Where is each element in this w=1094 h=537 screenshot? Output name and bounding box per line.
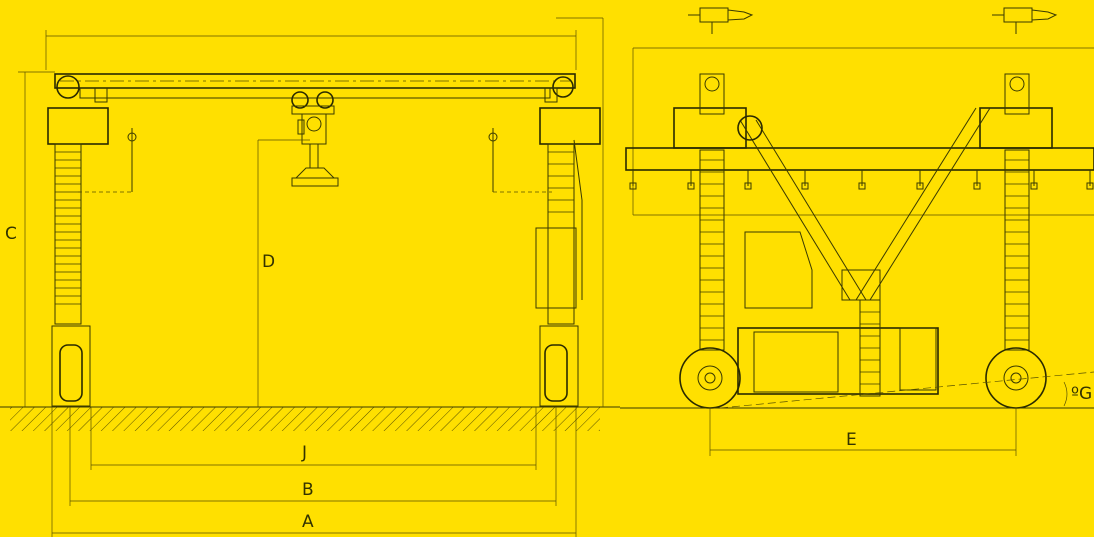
left-tower [673, 73, 747, 409]
right-leg [535, 107, 601, 407]
angle-label-g: ºG [1071, 384, 1093, 404]
front-elevation [0, 17, 620, 537]
dimension-label-c: C [5, 224, 17, 244]
trolley [291, 91, 339, 187]
operator-cab [744, 231, 813, 309]
chassis [737, 327, 939, 395]
dimension-label-b: B [302, 480, 314, 500]
ground-hatch [10, 407, 600, 431]
hoist-icon-right [992, 7, 1058, 34]
dimension-label-e: E [846, 430, 857, 450]
dimension-label-a: A [302, 512, 314, 532]
hook-marks [78, 128, 552, 193]
hoist-icon-left [688, 7, 754, 34]
inclined-ladders [737, 107, 991, 301]
dimension-label-j: J [302, 443, 308, 463]
right-tower [979, 73, 1053, 409]
side-elevation [620, 7, 1094, 456]
left-leg [47, 107, 109, 407]
dimension-label-d: D [262, 252, 276, 272]
